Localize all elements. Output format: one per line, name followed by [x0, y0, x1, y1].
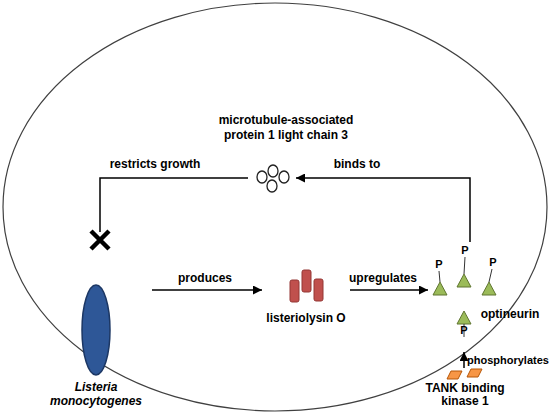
node-label: microtubule-associated protein 1 light c… [201, 113, 371, 143]
protein-triangle [457, 311, 471, 324]
toxin-bar [314, 279, 323, 301]
entity-node: Listeria monocytogenes [48, 232, 152, 410]
connector-arrow [463, 352, 465, 368]
kinase-shape [447, 371, 462, 379]
toxin-bar [302, 270, 311, 292]
connector-arrow [350, 289, 428, 291]
edge-label: restricts growth [100, 157, 210, 171]
connector-arrow [296, 178, 470, 242]
node-label: Listeria monocytogenes [41, 380, 151, 408]
phosphate-label: P [458, 243, 472, 257]
edge-label: phosphorylates [467, 353, 550, 367]
protein-triangle [457, 274, 471, 287]
lc3-circle [257, 171, 267, 183]
entity-node: microtubule-associated protein 1 light c… [248, 164, 296, 194]
node-label: listeriolysin O [246, 311, 366, 325]
edge-label: produces [165, 271, 245, 285]
cell-outline [3, 3, 547, 411]
entity-node: TANK binding kinase 1 [425, 368, 510, 412]
phosphate-link [439, 271, 440, 282]
connector-arrow [152, 289, 262, 291]
node-label: optineurin [475, 307, 545, 321]
kinase-shape [467, 369, 482, 377]
phosphate-label: P [457, 323, 471, 337]
entity-node: listeriolysin O [262, 262, 350, 322]
bacterium-shape [82, 285, 110, 375]
connector-arrow [100, 178, 248, 232]
node-label: TANK binding kinase 1 [415, 382, 515, 408]
phosphate-label: P [432, 257, 446, 271]
edge-label: upregulates [338, 271, 428, 285]
lc3-circle [267, 180, 277, 192]
protein-triangle [482, 282, 496, 295]
toxin-bar [290, 280, 299, 302]
phosphate-link [464, 257, 465, 274]
phosphate-label: P [486, 255, 500, 269]
edge-label: binds to [317, 157, 397, 171]
protein-triangle [433, 282, 447, 295]
entity-node: optineurin [428, 242, 545, 352]
lc3-circle [268, 165, 278, 177]
lc3-circle [279, 171, 289, 183]
phosphate-link [489, 269, 492, 282]
